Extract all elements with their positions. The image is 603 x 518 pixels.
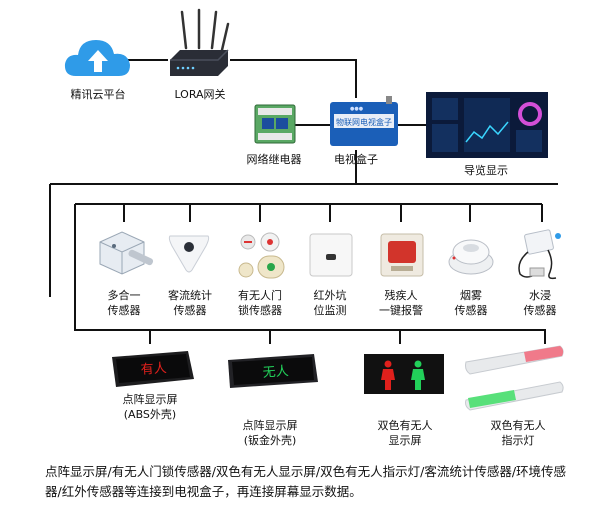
- sensor-3-line1: 有无人门: [238, 289, 282, 302]
- display-2-line1: 点阵显示屏: [242, 419, 298, 432]
- sensor-4-line2: 位监测: [313, 304, 347, 317]
- guide-display-label: 导览显示: [464, 164, 508, 177]
- relay-module-icon: [254, 104, 296, 144]
- water-leak-sensor-node: [506, 228, 572, 282]
- passenger-flow-sensor-node: [166, 230, 212, 276]
- display-4-line2: 指示灯: [501, 434, 535, 447]
- display-4-line1: 双色有无人: [490, 419, 546, 432]
- infrared-slot-monitor-node: [308, 232, 354, 278]
- cloud-upload-icon: [64, 40, 130, 76]
- network-relay-label: 网络继电器: [246, 153, 302, 166]
- router-icon: [170, 8, 230, 76]
- lora-gateway-node: [166, 8, 232, 80]
- alarm-button-icon: [380, 233, 424, 277]
- dual-color-indicator-node: [462, 340, 566, 414]
- sensor-6-line1: 烟雾: [460, 289, 482, 302]
- sensor-4-line1: 红外坑: [313, 289, 347, 302]
- multi-sensor-node: [94, 224, 156, 280]
- dot-matrix-metal-icon: 无人: [228, 354, 318, 388]
- network-relay-node: [254, 103, 296, 145]
- dot-matrix-metal-node: 无人: [226, 352, 320, 390]
- sensor-5-line1: 残疾人: [384, 289, 418, 302]
- smoke-detector-icon: [448, 239, 494, 275]
- lora-gateway-label: LORA网关: [174, 88, 226, 101]
- cloud-platform-label: 精讯云平台: [70, 88, 126, 101]
- sensor-7-line2: 传感器: [523, 304, 557, 317]
- dot-matrix-abs-icon: 有人: [112, 351, 194, 387]
- display-1-line1: 点阵显示屏: [122, 393, 178, 406]
- tv-box-label: 电视盒子: [334, 153, 378, 166]
- cloud-platform-node: [62, 32, 134, 82]
- tv-box-icon: 物联网电视盒子 ●●●: [330, 96, 398, 146]
- dual-color-display-icon: [364, 354, 444, 394]
- display-1-line2: (ABS外壳): [123, 408, 177, 421]
- sensor-7-line1: 水浸: [529, 289, 551, 302]
- door-lock-sensor-node: [236, 228, 288, 282]
- tv-box-node: 物联网电视盒子 ●●●: [328, 96, 400, 152]
- dual-color-display-node: [362, 352, 446, 396]
- diagram-caption: 点阵显示屏/有无人门锁传感器/双色有无人显示屏/双色有无人指示灯/客流统计传感器…: [45, 464, 567, 499]
- metal-screen-glyphs: 无人: [262, 364, 289, 381]
- sensor-3-line2: 锁传感器: [238, 304, 282, 317]
- sensor-5-line2: 一键报警: [379, 304, 423, 317]
- display-2-line2: (钣金外壳): [243, 434, 297, 447]
- dot-matrix-abs-node: 有人: [108, 349, 196, 389]
- flow-counter-icon: [168, 235, 210, 273]
- indicator-light-icon: [465, 345, 564, 411]
- smoke-sensor-node: [446, 232, 496, 278]
- display-3-line2: 显示屏: [388, 434, 422, 447]
- sensor-1-line1: 多合一: [107, 289, 141, 302]
- emergency-button-node: [379, 232, 425, 278]
- infrared-panel-icon: [309, 233, 353, 277]
- sensor-1-line2: 传感器: [107, 304, 141, 317]
- display-3-line1: 双色有无人: [377, 419, 433, 432]
- water-sensor-icon: [518, 229, 561, 280]
- dashboard-screen-icon: [426, 92, 548, 158]
- sensor-2-line1: 客流统计: [168, 289, 212, 302]
- abs-screen-glyphs: 有人: [140, 361, 167, 378]
- sensor-6-line2: 传感器: [454, 304, 488, 317]
- guide-display-node: [426, 92, 548, 158]
- door-lock-icon: [238, 232, 285, 279]
- svg-text:●●●: ●●●: [350, 106, 364, 112]
- sensor-2-line2: 传感器: [173, 304, 207, 317]
- multi-sensor-icon: [99, 231, 154, 275]
- tv-box-screen-text: 物联网电视盒子: [336, 117, 392, 127]
